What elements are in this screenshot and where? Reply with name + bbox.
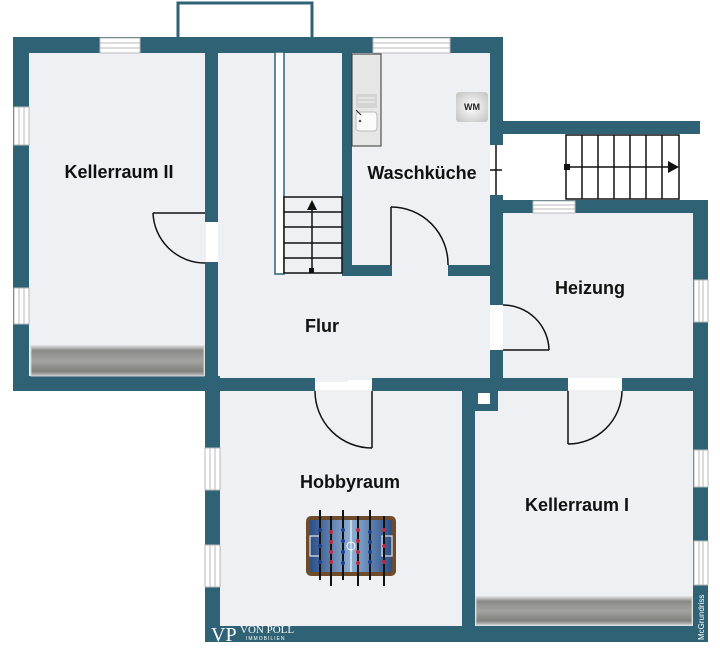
door-kellerraum-2: [152, 212, 206, 264]
door-hobbyraum: [314, 390, 373, 449]
shelf-icon: [475, 596, 693, 626]
door-heizung: [502, 304, 550, 351]
window-right-heizung: [693, 279, 709, 323]
mcgrundriss-credit: McGrundriss: [697, 595, 706, 640]
stairs-exterior-icon: [564, 134, 680, 200]
room-label-kellerraum-2: Kellerraum II: [64, 162, 173, 182]
foosball-table-icon: [306, 510, 396, 586]
window-left-hobbyraum-upper: [204, 447, 221, 491]
von-poll-logo: VP VON POLL IMMOBILIEN: [211, 624, 294, 646]
door-kellerraum-1: [567, 390, 623, 445]
window-top-waschkueche: [372, 37, 451, 54]
room-label-waschkueche: Waschküche: [367, 163, 476, 183]
logo-mark: VP: [211, 624, 237, 646]
shaft-opening: [478, 393, 490, 404]
window-left-kellerraum-2-upper: [13, 106, 30, 146]
window-left-hobbyraum-lower: [204, 544, 221, 588]
room-label-kellerraum-1: Kellerraum I: [525, 495, 629, 515]
room-label-flur: Flur: [305, 316, 339, 336]
windows: [13, 37, 709, 588]
shelf-icon: [30, 345, 205, 377]
stairs-up-icon: [274, 51, 343, 275]
logo-name: VON POLL: [240, 624, 294, 636]
window-right-kellerraum-1-upper: [693, 449, 709, 488]
window-top-kellerraum-2: [99, 37, 141, 54]
sink-icon: [351, 53, 382, 147]
room-label-heizung: Heizung: [555, 278, 625, 298]
doors: [152, 206, 623, 449]
window-right-kellerraum-1-lower: [693, 540, 709, 586]
door-waschkueche: [390, 206, 449, 266]
washing-machine-label: WM: [464, 102, 480, 112]
logo-sub: IMMOBILIEN: [246, 636, 285, 642]
exterior-door-waschkueche: [490, 145, 502, 195]
room-label-hobbyraum: Hobbyraum: [300, 472, 400, 492]
window-left-kellerraum-2-lower: [13, 287, 30, 325]
washing-machine-icon: WM: [456, 92, 488, 122]
exterior-lightwell: [176, 1, 314, 37]
window-top-heizung: [532, 200, 576, 214]
